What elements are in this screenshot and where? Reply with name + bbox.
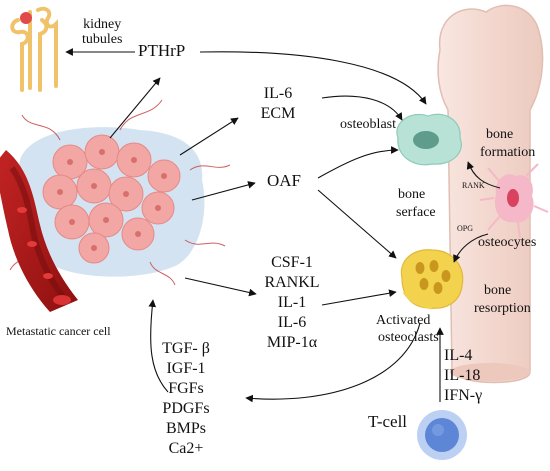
osteoblast-icon	[396, 113, 462, 166]
bone-resorption-label-1: bone	[484, 283, 512, 298]
factor-item: IGF-1	[166, 360, 206, 377]
oaf-label: OAF	[267, 171, 302, 190]
pthrp-label: PTHrP	[138, 41, 186, 60]
tumor-icon	[9, 99, 231, 286]
kidney-tubules-label: kidney tubules	[82, 17, 123, 47]
t-cell-icon	[417, 410, 467, 460]
arrows	[65, 48, 501, 403]
tcell-cytokine-list: IL-4 IL-18 IFN-γ	[444, 346, 504, 406]
osteoclast-factor-list: CSF-1 RANKL IL-1 IL-6 MIP-1α	[252, 253, 332, 353]
bone-surface-label-2: serface	[396, 205, 436, 220]
osteocyte-icon	[479, 163, 549, 239]
opg-label: OPG	[457, 224, 474, 233]
factor-item: CSF-1	[271, 254, 313, 271]
factor-item: IL-6	[277, 314, 307, 331]
factor-item: PDGFs	[162, 400, 210, 417]
osteocytes-label: osteocytes	[478, 235, 537, 250]
kidney-tubule-icon	[10, 6, 58, 92]
factor-item: Ca2+	[168, 440, 204, 457]
activated-osteoclasts-label-1: Activated	[376, 313, 431, 328]
bone-formation-label-2: formation	[480, 145, 536, 160]
bone-formation-label-1: bone	[486, 127, 514, 142]
blood-vessel-icon	[0, 150, 78, 312]
factor-item: IL-18	[444, 367, 481, 384]
factor-item: IFN-γ	[444, 387, 483, 404]
bone-icon	[437, 4, 544, 384]
il6-ecm-list: IL-6 ECM	[238, 84, 318, 124]
osteoblast-label: osteoblast	[340, 117, 396, 132]
glomerulus-icon	[20, 12, 32, 24]
osteoclast-icon	[400, 249, 464, 310]
factor-item: IL-1	[277, 294, 307, 311]
t-cell-label: T-cell	[368, 412, 408, 431]
factor-item: FGFs	[168, 380, 204, 397]
factor-item: IL-4	[444, 347, 473, 364]
bone-resorption-label-2: resorption	[474, 301, 531, 316]
bone-surface-label-1: bone	[398, 187, 426, 202]
activated-osteoclasts-label-2: osteoclasts	[378, 330, 439, 345]
factor-item: RANKL	[264, 274, 320, 291]
factor-item: ECM	[260, 105, 296, 122]
rank-label: RANK	[462, 181, 485, 190]
factor-item: TGF- β	[162, 340, 210, 357]
factor-item: BMPs	[165, 420, 207, 437]
factor-item: IL-6	[263, 85, 293, 102]
growth-factor-list: TGF- β IGF-1 FGFs PDGFs BMPs Ca2+	[146, 339, 226, 459]
factor-item: MIP-1α	[266, 334, 318, 351]
metastatic-cancer-cell-label: Metastatic cancer cell	[6, 324, 111, 338]
